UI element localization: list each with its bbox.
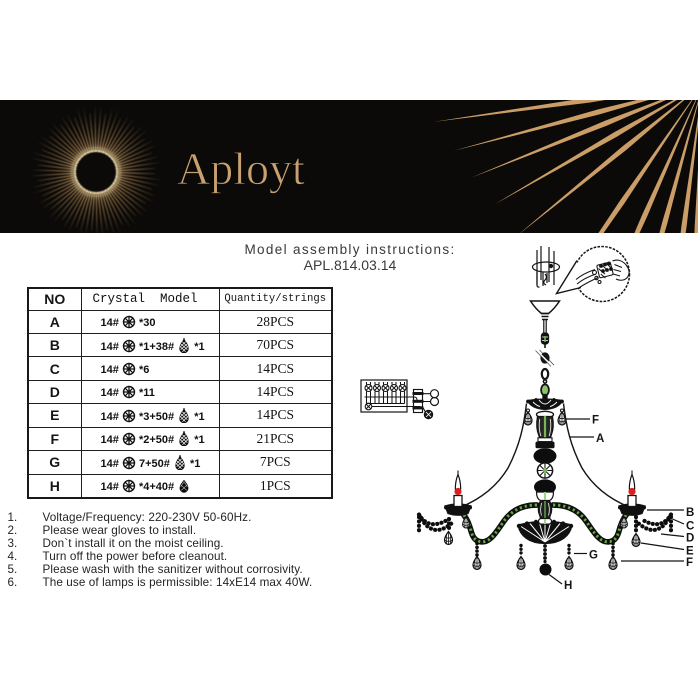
svg-text:D: D (686, 533, 694, 545)
svg-text:E: E (686, 546, 694, 558)
svg-text:F: F (686, 557, 693, 569)
svg-text:H: H (564, 580, 572, 592)
svg-text:F: F (592, 415, 599, 427)
svg-text:C: C (686, 521, 694, 533)
svg-text:B: B (686, 507, 694, 519)
svg-text:G: G (589, 550, 598, 562)
svg-text:A: A (596, 433, 604, 445)
